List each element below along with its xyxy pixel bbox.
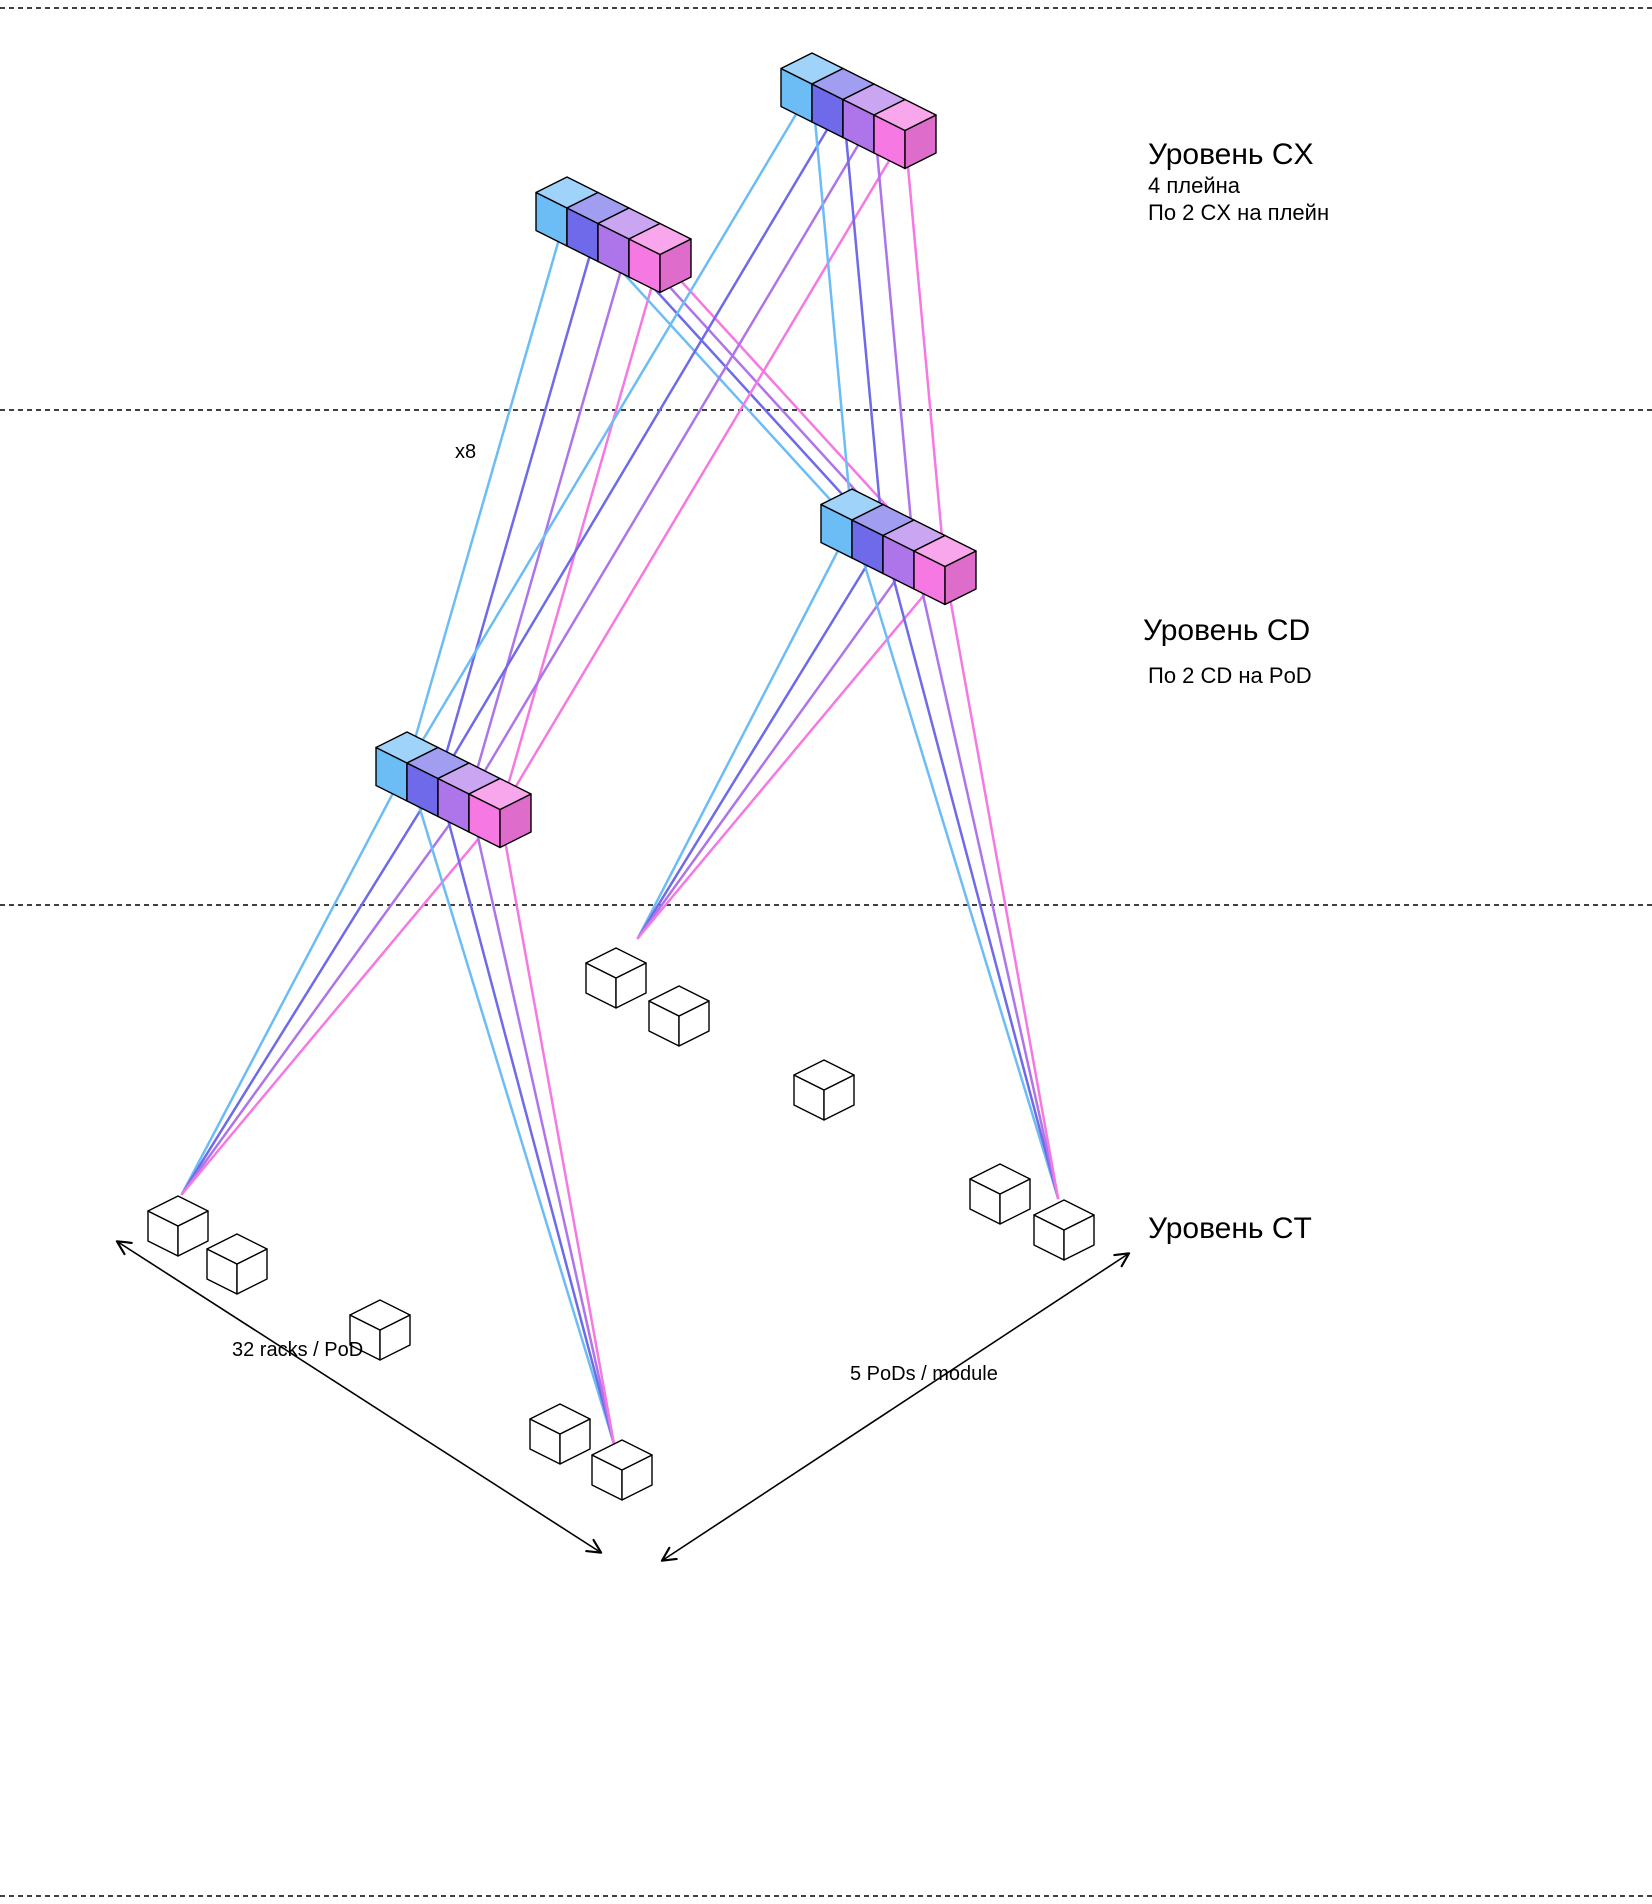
cd-left-to-ct-left-pair-plane-4: [180, 811, 502, 1196]
cd-right-to-ct-right-pair-plane-4: [943, 568, 1060, 1200]
ct-cube-right-2: [1033, 1199, 1095, 1261]
cx-right-to-cd-left-plane-2: [436, 101, 845, 784]
cx-left-to-cd-left-plane-2: [436, 225, 600, 784]
ct-cube-right-1: [969, 1163, 1031, 1225]
cx-level-subtitle-1: 4 плейна: [1148, 173, 1241, 198]
cx-switch-group-right: [780, 52, 937, 170]
x8-links-label: x8: [455, 441, 477, 463]
cx-right-to-cd-right-plane-1: [810, 86, 854, 525]
cd-left-to-ct-bottom-pair-plane-2: [436, 780, 616, 1446]
switch-cube-plane-4: [873, 98, 937, 170]
cx-right-to-cd-left-plane-1: [405, 86, 814, 768]
cd-right-to-ct-mid-pair-plane-1: [636, 522, 854, 940]
ct-cube-left-2: [206, 1233, 268, 1295]
cx-level-subtitle-2: По 2 CX на плейн: [1148, 200, 1330, 225]
cd-left-to-ct-bottom-pair-plane-3: [467, 796, 616, 1446]
cd-right-to-ct-mid-pair-plane-2: [636, 537, 885, 940]
ct-cube-mid-1: [585, 947, 647, 1009]
switch-cube-plane-4: [913, 534, 977, 606]
cx-switch-group-left: [535, 176, 692, 294]
cd-level-title: Уровень CD: [1143, 614, 1311, 647]
cx-right-to-cd-right-plane-3: [872, 117, 916, 556]
cd-right-to-ct-right-pair-plane-2: [881, 537, 1060, 1200]
cx-right-to-cd-right-plane-4: [903, 132, 947, 572]
cd-left-to-ct-left-pair-plane-2: [180, 780, 440, 1196]
ct-cube-left-1: [147, 1195, 209, 1257]
cd-level-subtitle: По 2 CD на PoD: [1148, 663, 1312, 688]
racks-per-pod-label: 32 racks / PoD: [232, 1339, 364, 1361]
ct-cube-mid-single: [793, 1059, 855, 1121]
cd-right-to-ct-mid-pair-plane-4: [636, 568, 947, 940]
ct-level-title: Уровень CT: [1148, 1212, 1312, 1245]
cx-left-to-cd-left-plane-4: [498, 256, 662, 815]
cx-left-to-cd-left-plane-3: [467, 241, 631, 799]
ct-cube-bottom-1: [529, 1403, 591, 1465]
cd-switch-group-left: [375, 731, 532, 849]
ct-cube-left-single: [349, 1299, 411, 1361]
cd-right-to-ct-right-pair-plane-1: [850, 522, 1060, 1200]
cx-left-to-cd-left-plane-1: [405, 210, 569, 768]
pods-per-module-label: 5 PoDs / module: [850, 1363, 998, 1385]
cd-left-to-ct-left-pair-plane-1: [180, 765, 409, 1196]
ct-cube-mid-2: [648, 985, 710, 1047]
racks-axis-arrow: [115, 1240, 603, 1554]
ct-cube-bottom-2: [591, 1439, 653, 1501]
switch-cube-plane-4: [468, 777, 532, 849]
cx-right-to-cd-right-plane-2: [841, 101, 885, 541]
cd-right-to-ct-right-pair-plane-3: [912, 553, 1060, 1200]
pods-axis-arrow: [660, 1252, 1131, 1562]
cd-switch-group-right: [820, 488, 977, 606]
cx-right-to-cd-left-plane-4: [498, 132, 907, 815]
cd-right-to-ct-mid-pair-plane-3: [636, 553, 916, 940]
switch-cube-plane-4: [628, 222, 692, 294]
cx-level-title: Уровень CX: [1148, 138, 1314, 171]
cd-left-to-ct-left-pair-plane-3: [180, 796, 471, 1196]
cx-right-to-cd-left-plane-3: [467, 117, 876, 799]
